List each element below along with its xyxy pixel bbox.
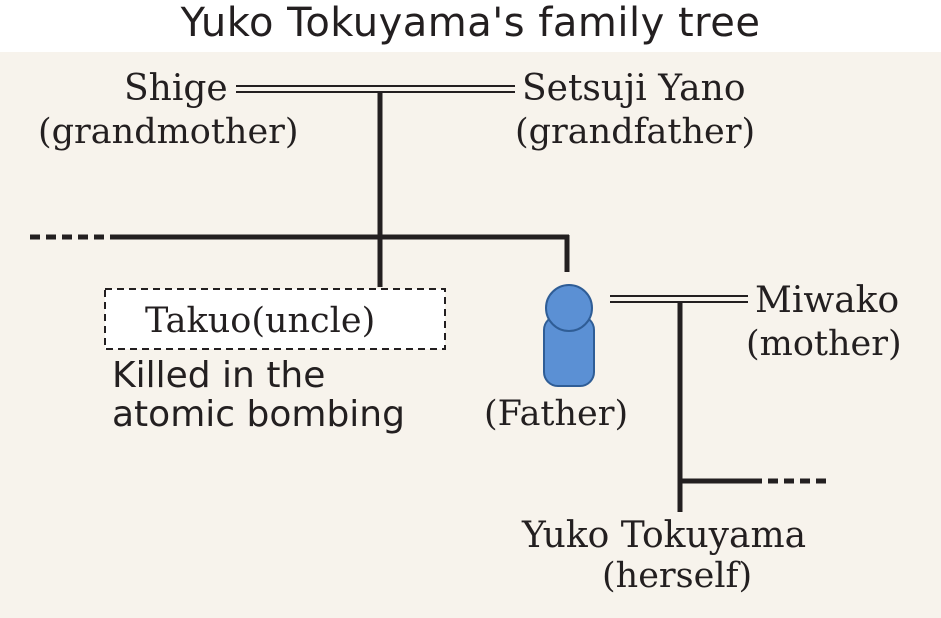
mother-name: Miwako bbox=[755, 280, 900, 321]
note-line-1: Killed in the bbox=[112, 355, 326, 396]
grandfather-name: Setsuji Yano bbox=[522, 68, 746, 109]
parents-marriage-line bbox=[610, 295, 748, 303]
grandfather-relation: (grandfather) bbox=[515, 112, 756, 152]
grandparents-marriage-line bbox=[236, 85, 515, 93]
note-line-2: atomic bombing bbox=[112, 394, 405, 435]
grandmother-name: Shige bbox=[124, 68, 228, 109]
diagram-title: Yuko Tokuyama's family tree bbox=[180, 0, 761, 46]
self-name: Yuko Tokuyama bbox=[522, 515, 807, 556]
father-relation: (Father) bbox=[484, 394, 629, 434]
uncle-label: Takuo(uncle) bbox=[145, 301, 376, 341]
self-relation: (herself) bbox=[602, 556, 753, 596]
uncle-box bbox=[104, 288, 446, 350]
mother-relation: (mother) bbox=[746, 324, 902, 364]
father-figure bbox=[543, 284, 595, 387]
grandmother-relation: (grandmother) bbox=[38, 112, 299, 152]
